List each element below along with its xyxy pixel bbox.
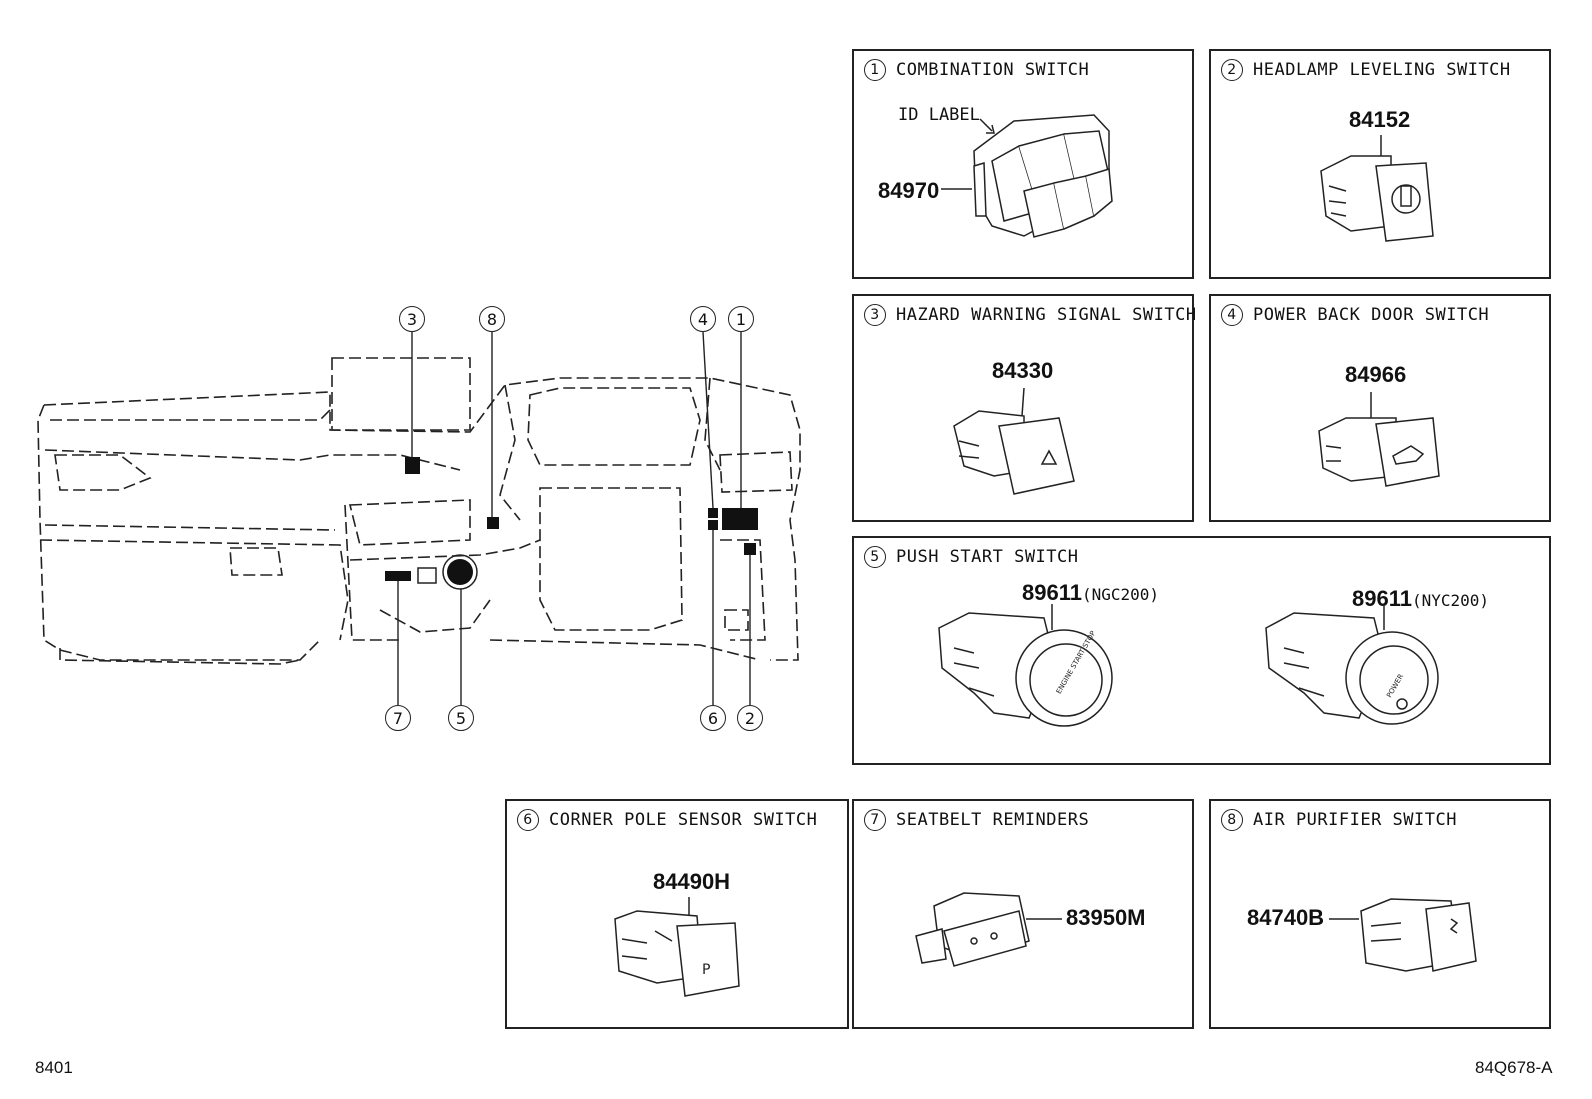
panel-title: 1 COMBINATION SWITCH (864, 59, 1089, 81)
parking-sensor-icon: P (702, 962, 710, 978)
panel-title: 3 HAZARD WARNING SIGNAL SWITCH (864, 304, 1197, 326)
panel-hazard-warning-signal-switch: 3 HAZARD WARNING SIGNAL SWITCH 84330 (852, 294, 1197, 522)
power-icon (1396, 698, 1408, 710)
seatbelt-reminders-illustration (915, 892, 1062, 967)
panel-title-text: COMBINATION SWITCH (896, 60, 1090, 80)
panel-corner-pole-sensor-switch: 6 CORNER POLE SENSOR SWITCH 84490H P (505, 799, 849, 1029)
panel-number: 6 (517, 809, 539, 831)
callout-2: 2 (737, 705, 763, 731)
hazard-triangle-icon (1040, 449, 1058, 465)
combination-switch-illustration (941, 114, 1113, 238)
back-door-icon (1392, 445, 1425, 465)
air-purifier-icon (1449, 918, 1459, 934)
corner-pole-sensor-switch-illustration: P (614, 897, 740, 997)
panel-title-text: CORNER POLE SENSOR SWITCH (549, 810, 818, 830)
panel-title-text: PUSH START SWITCH (896, 547, 1079, 567)
part-number: 84330 (992, 358, 1054, 383)
panel-title-text: HAZARD WARNING SIGNAL SWITCH (896, 305, 1197, 325)
callout-7: 7 (385, 705, 411, 731)
air-purifier-switch-illustration (1329, 898, 1477, 972)
callout-6: 6 (700, 705, 726, 731)
callout-4: 4 (690, 306, 716, 332)
power-back-door-switch-illustration (1318, 392, 1440, 487)
panel-title-text: POWER BACK DOOR SWITCH (1253, 305, 1490, 325)
panel-push-start-switch: 5 PUSH START SWITCH 89611(NGC200) 89611(… (852, 536, 1551, 765)
panel-number: 5 (864, 546, 886, 568)
part-number: 84970 (878, 178, 940, 203)
headlamp-leveling-switch-illustration (1320, 135, 1434, 242)
part-number: 84966 (1345, 362, 1407, 387)
part-number: 83950M (1066, 905, 1146, 930)
callout-8: 8 (479, 306, 505, 332)
hazard-switch-illustration (953, 387, 1075, 495)
panel-power-back-door-switch: 4 POWER BACK DOOR SWITCH 84966 (1209, 294, 1551, 522)
callout-5: 5 (448, 705, 474, 731)
panel-air-purifier-switch: 8 AIR PURIFIER SWITCH 84740B (1209, 799, 1551, 1029)
variant-code: (NYC200) (1411, 591, 1490, 610)
panel-title: 2 HEADLAMP LEVELING SWITCH (1221, 59, 1511, 81)
panel-title: 4 POWER BACK DOOR SWITCH (1221, 304, 1489, 326)
panel-number: 1 (864, 59, 886, 81)
footer-left-code: 8401 (35, 1058, 73, 1077)
panel-seatbelt-reminders: 7 SEATBELT REMINDERS 83950M (852, 799, 1194, 1029)
panel-title-text: SEATBELT REMINDERS (896, 810, 1090, 830)
dashboard-overview: 3 8 4 1 7 5 6 2 (0, 0, 830, 760)
panel-title-text: AIR PURIFIER SWITCH (1253, 810, 1457, 830)
panel-number: 8 (1221, 809, 1243, 831)
push-start-switch-illustrations: ENGINE START STOP POWER (938, 604, 1439, 727)
variant-code: (NGC200) (1081, 585, 1160, 604)
panel-combination-switch: 1 COMBINATION SWITCH ID LABEL 84970 (852, 49, 1194, 279)
panel-title: 5 PUSH START SWITCH (864, 546, 1079, 568)
footer-right-code: 84Q678-A (1475, 1058, 1553, 1077)
part-number: 84490H (653, 869, 731, 894)
panel-title: 7 SEATBELT REMINDERS (864, 809, 1089, 831)
panel-number: 4 (1221, 304, 1243, 326)
part-number: 84152 (1349, 107, 1411, 132)
part-number: 84740B (1247, 905, 1325, 930)
panel-title: 6 CORNER POLE SENSOR SWITCH (517, 809, 817, 831)
panel-title: 8 AIR PURIFIER SWITCH (1221, 809, 1457, 831)
part-number-value: 89611 (1022, 580, 1082, 605)
panel-title-text: HEADLAMP LEVELING SWITCH (1253, 60, 1511, 80)
panel-number: 2 (1221, 59, 1243, 81)
panel-number: 3 (864, 304, 886, 326)
callout-1: 1 (728, 306, 754, 332)
panel-headlamp-leveling-switch: 2 HEADLAMP LEVELING SWITCH 84152 (1209, 49, 1551, 279)
callout-3: 3 (399, 306, 425, 332)
part-number-ngc200: 89611(NGC200) (1022, 580, 1159, 606)
panel-number: 7 (864, 809, 886, 831)
id-label-text: ID LABEL (898, 105, 980, 125)
dashboard-outline-drawing (37, 331, 801, 705)
part-number-value: 89611 (1352, 586, 1412, 611)
part-number-nyc200: 89611(NYC200) (1352, 586, 1489, 612)
